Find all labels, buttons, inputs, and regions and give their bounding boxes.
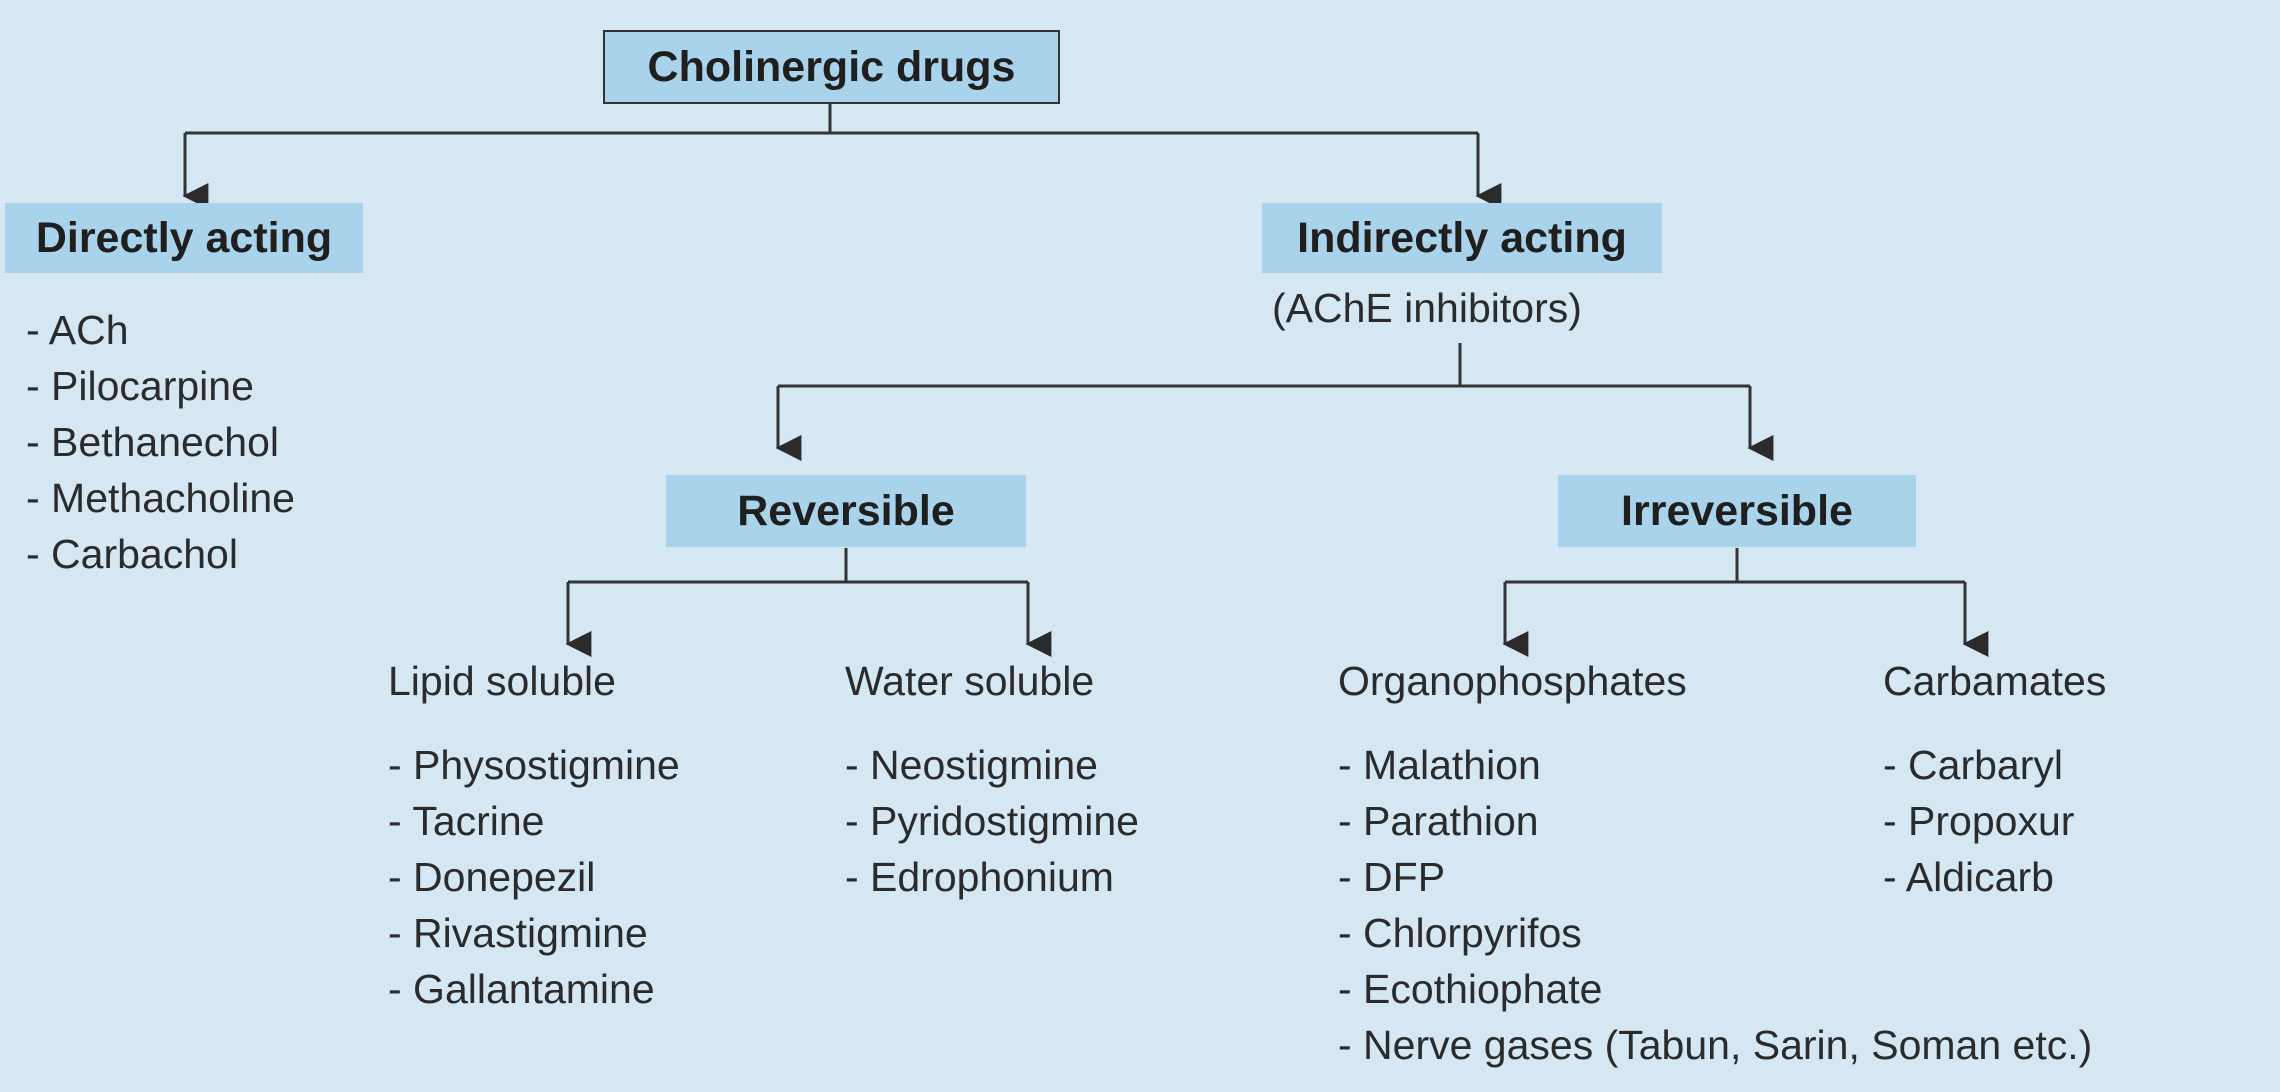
root-label: Cholinergic drugs — [647, 42, 1016, 91]
lipid-soluble-heading: Lipid soluble — [388, 658, 616, 704]
organophosphates-heading: Organophosphates — [1338, 658, 1687, 704]
irreversible-node: Irreversible — [1558, 475, 1916, 547]
irreversible-title: Irreversible — [1621, 486, 1853, 535]
list-item: Pilocarpine — [26, 358, 295, 414]
list-item: Rivastigmine — [388, 905, 680, 961]
indirectly-acting-title: Indirectly acting — [1297, 213, 1627, 262]
directly-acting-node: Directly acting — [5, 203, 363, 273]
carbamates-heading: Carbamates — [1883, 658, 2107, 704]
list-item: Malathion — [1338, 737, 2092, 793]
list-item: Ecothiophate — [1338, 961, 2092, 1017]
directly-acting-title: Directly acting — [35, 213, 333, 262]
list-item: Propoxur — [1883, 793, 2074, 849]
list-item: Bethanechol — [26, 414, 295, 470]
reversible-title: Reversible — [737, 486, 955, 535]
reversible-connector — [568, 548, 1028, 584]
list-item: Gallantamine — [388, 961, 680, 1017]
list-item: Carbachol — [26, 526, 295, 582]
root-connector — [185, 100, 1478, 135]
list-item: Methacholine — [26, 470, 295, 526]
list-item: Neostigmine — [845, 737, 1139, 793]
list-item: Tacrine — [388, 793, 680, 849]
indirectly-acting-subtitle: (AChE inhibitors) — [1272, 285, 1582, 331]
list-item: Chlorpyrifos — [1338, 905, 2092, 961]
directly-acting-list: ACh Pilocarpine Bethanechol Methacholine… — [26, 302, 295, 582]
list-item: Aldicarb — [1883, 849, 2074, 905]
list-item: Nerve gases (Tabun, Sarin, Soman etc.) — [1338, 1017, 2092, 1073]
list-item: Physostigmine — [388, 737, 680, 793]
list-item: DFP — [1338, 849, 2092, 905]
list-item: Pyridostigmine — [845, 793, 1139, 849]
list-item: Edrophonium — [845, 849, 1139, 905]
water-soluble-list: Neostigmine Pyridostigmine Edrophonium — [845, 737, 1139, 905]
indirectly-acting-node: Indirectly acting — [1262, 203, 1662, 273]
carbamates-list: Carbaryl Propoxur Aldicarb — [1883, 737, 2075, 905]
list-item: Donepezil — [388, 849, 680, 905]
root-node: Cholinergic drugs — [603, 30, 1060, 104]
list-item: ACh — [26, 302, 295, 358]
lipid-soluble-list: Physostigmine Tacrine Donepezil Rivastig… — [388, 737, 680, 1017]
list-item: Carbaryl — [1883, 737, 2074, 793]
irreversible-connector — [1505, 548, 1965, 584]
water-soluble-heading: Water soluble — [845, 658, 1095, 704]
indirect-connector — [778, 343, 1750, 388]
list-item: Parathion — [1338, 793, 2092, 849]
organophosphates-list: Malathion Parathion DFP Chlorpyrifos Eco… — [1338, 737, 2092, 1073]
reversible-node: Reversible — [666, 475, 1026, 547]
